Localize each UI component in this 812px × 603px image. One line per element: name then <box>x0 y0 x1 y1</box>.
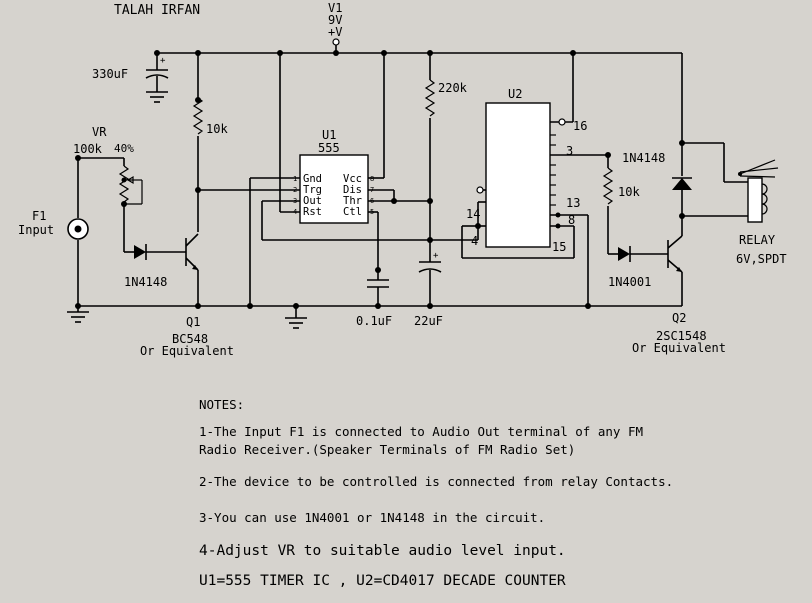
diode-1n4148-right <box>672 53 692 236</box>
schematic-diagram: TALAH IRFAN V1 9V +V + 330uF 10k VR 100k… <box>18 1 787 358</box>
notes-heading: NOTES: <box>199 397 245 412</box>
supply-name: V1 <box>328 1 342 15</box>
svg-text:+: + <box>433 251 439 261</box>
u1-name: U1 <box>322 128 336 142</box>
potentiometer-vr <box>78 157 143 252</box>
c330-label: 330uF <box>92 67 128 81</box>
c01-label: 0.1uF <box>356 314 392 328</box>
u1-pin-dis: Dis <box>343 184 362 196</box>
u2-pin-8: 8 <box>568 213 575 227</box>
vr-value: 100k <box>73 142 103 156</box>
u1-pin-ctl: Ctl <box>343 206 362 218</box>
capacitor-330uf: + <box>145 53 169 92</box>
junction-dots <box>75 50 685 309</box>
relay-6v-spdt <box>682 142 779 223</box>
note-4: 4-Adjust VR to suitable audio level inpu… <box>199 543 566 559</box>
svg-text:+: + <box>160 56 166 66</box>
top-rail-wire <box>157 38 682 54</box>
relay-spec: 6V,SPDT <box>736 252 787 266</box>
r220k-label: 220k <box>438 81 468 95</box>
u2-pin-16: 16 <box>573 119 587 133</box>
q1-name: Q1 <box>186 315 200 329</box>
d1n4001-label: 1N4001 <box>608 275 651 289</box>
u2-pin-13: 13 <box>566 196 580 210</box>
r10k-right-label: 10k <box>618 185 640 199</box>
q2-name: Q2 <box>672 311 686 325</box>
diode-1n4001 <box>618 246 668 262</box>
supply-rail: +V <box>328 25 342 39</box>
diode-1n4148-left <box>124 244 186 260</box>
note-5: U1=555 TIMER IC , U2=CD4017 DECADE COUNT… <box>199 573 566 589</box>
u1-pin-vcc: Vcc <box>343 173 362 185</box>
vr-name: VR <box>92 125 107 139</box>
vr-setting: 40% <box>114 142 134 155</box>
q1-part: BC548 <box>172 332 208 346</box>
resistor-220k <box>424 53 436 262</box>
ground-symbol <box>146 91 168 103</box>
transistor-q2 <box>667 235 683 306</box>
capacitor-0-1uf <box>367 279 389 306</box>
note-2: 2-The device to be controlled is connect… <box>199 474 674 489</box>
u1-pin-rst: Rst <box>303 206 322 218</box>
ground-symbol-center <box>285 306 307 329</box>
u1-pin-num-1: 1 <box>293 175 297 183</box>
f1-label: Input <box>18 223 54 237</box>
u2-pin-15: 15 <box>552 240 566 254</box>
u2-name: U2 <box>508 87 522 101</box>
c22-label: 22uF <box>414 314 443 328</box>
ic-u1-555: Gnd Trg Out Rst Vcc Dis Thr Ctl 1 2 3 4 … <box>293 154 374 224</box>
f1-name: F1 <box>32 209 46 223</box>
u2-pin-14: 14 <box>466 207 480 221</box>
author-label: TALAH IRFAN <box>114 3 200 18</box>
u2-pin-3: 3 <box>566 144 573 158</box>
q2-note: Or Equivalent <box>632 341 726 355</box>
u1-pin-trg: Trg <box>303 184 322 196</box>
q2-part: 2SC1548 <box>656 329 707 343</box>
resistor-10k-left <box>192 53 204 232</box>
relay-name: RELAY <box>739 233 776 247</box>
u1-pin-gnd: Gnd <box>303 173 322 185</box>
u1-pin-out: Out <box>303 195 322 207</box>
supply-voltage: 9V <box>328 13 342 27</box>
note-1-line-2: Radio Receiver.(Speaker Terminals of FM … <box>199 442 576 457</box>
capacitor-22uf: + <box>418 251 442 306</box>
r10k-left-label: 10k <box>206 122 228 136</box>
note-3: 3-You can use 1N4001 or 1N4148 in the ci… <box>199 510 546 525</box>
u1-pin-thr: Thr <box>343 195 362 207</box>
note-1-line-1: 1-The Input F1 is connected to Audio Out… <box>199 424 644 439</box>
u1-pin-num-8: 8 <box>370 175 374 183</box>
input-jack-f1 <box>67 158 89 323</box>
u1-part: 555 <box>318 141 340 155</box>
transistor-q1 <box>185 233 199 306</box>
d1n4148-right-label: 1N4148 <box>622 151 665 165</box>
ic-u2-4017 <box>485 102 556 248</box>
resistor-10k-right <box>602 167 618 255</box>
d1-label: 1N4148 <box>124 275 167 289</box>
q1-note: Or Equivalent <box>140 344 234 358</box>
u2-pin-4: 4 <box>471 234 478 248</box>
